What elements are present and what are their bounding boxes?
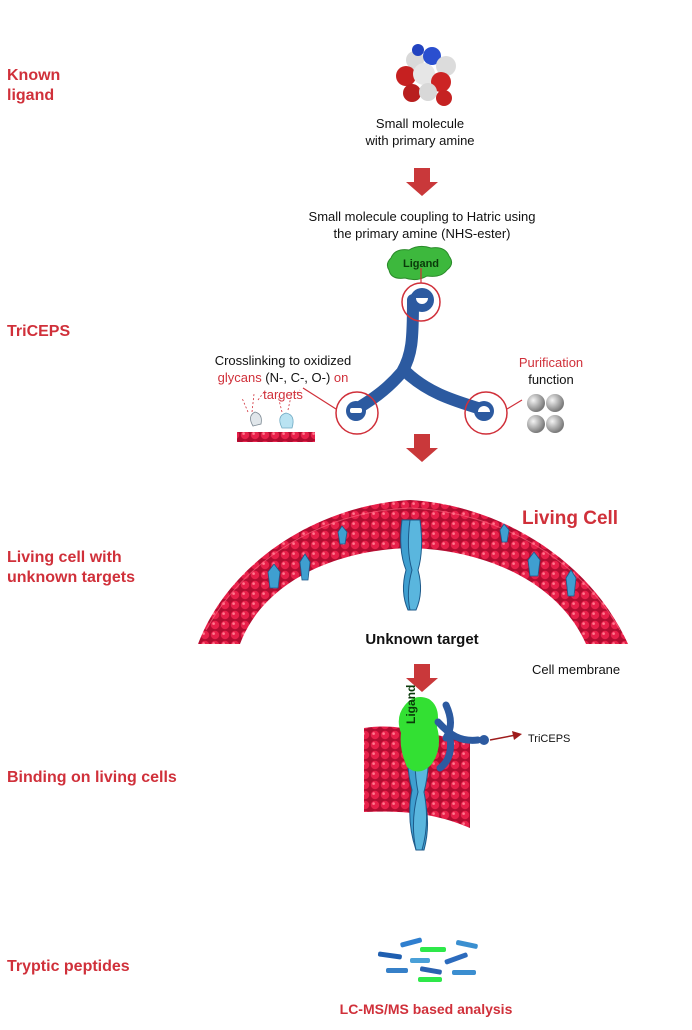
highlight-circle — [464, 391, 508, 435]
tryptic-peptides-icon — [377, 937, 478, 982]
binding-membrane — [364, 697, 522, 851]
stage-living-cell: Living cell with unknown targets — [7, 549, 136, 586]
on-targets-text: on targets — [263, 370, 349, 402]
ligand-blob — [386, 245, 453, 281]
arrow-down-icon — [406, 664, 438, 692]
arrow-down-icon — [406, 168, 438, 196]
highlight-circle — [335, 391, 379, 435]
glycan-types-text: (N-, C-, O-) — [261, 370, 334, 385]
triceps-molecule — [346, 288, 494, 421]
crosslinking-line2: glycans (N-, C-, O-) on targets — [198, 369, 368, 403]
ligand-bound-blob — [398, 697, 439, 772]
arrow-down-icon — [406, 434, 438, 462]
unknown-target-label: Unknown target — [365, 631, 479, 648]
glycans-text: glycans — [217, 370, 262, 385]
small-molecule-caption: Small molecule with primary amine — [365, 116, 475, 148]
cell-membrane-label: Cell membrane — [532, 662, 621, 677]
stage-tryptic: Tryptic peptides — [7, 958, 130, 975]
purification-caption: Purification function — [506, 354, 596, 388]
lcms-analysis-label: LC-MS/MS based analysis — [339, 1001, 513, 1017]
triceps-arrow-label: TriCEPS — [528, 733, 571, 745]
function-text: function — [528, 372, 574, 387]
small-molecule-icon — [396, 44, 456, 106]
purification-text: Purification — [518, 355, 584, 370]
ligand-vertical-label: Ligand — [404, 684, 418, 724]
crosslinking-line1: Crosslinking to oxidized — [214, 353, 352, 368]
glycan-membrane-icon — [237, 389, 315, 442]
stage-known-ligand: Known ligand — [7, 67, 61, 104]
coupling-caption: Small molecule coupling to Hatric using … — [308, 209, 536, 241]
crosslinking-caption: Crosslinking to oxidized glycans (N-, C-… — [198, 352, 368, 403]
living-cell-title: Living Cell — [522, 508, 619, 529]
purification-beads-icon — [527, 394, 564, 433]
living-cell-membrane — [198, 500, 628, 644]
flow-arrows — [406, 168, 438, 692]
stage-triceps: TriCEPS — [7, 323, 71, 340]
ligand-label: Ligand — [402, 258, 440, 270]
stage-binding: Binding on living cells — [7, 769, 177, 786]
